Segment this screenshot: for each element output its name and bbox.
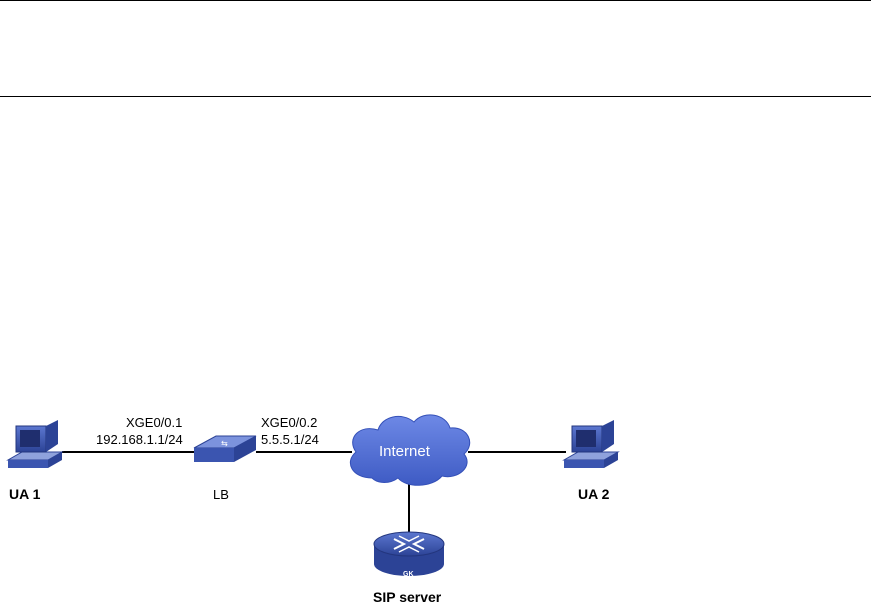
ua2-label: UA 2 [578,486,610,502]
internet-label: Internet [379,443,431,460]
workstation-icon [6,420,64,468]
lb-label: LB [213,487,229,502]
sip-server-label: SIP server [373,589,442,605]
load-balancer-icon: ⇆ [193,435,257,462]
lb-interface-right: XGE0/0.2 [261,415,317,430]
router-icon [373,531,445,576]
header-separator [0,96,871,97]
workstation-icon [562,420,620,468]
lb-ip-right: 5.5.5.1/24 [261,432,319,447]
lb-interface-left: XGE0/0.1 [126,415,182,430]
ua1-label: UA 1 [9,486,41,502]
top-rule [0,0,871,1]
lb-ip-left: 192.168.1.1/24 [96,432,183,447]
cloud-icon [350,414,471,486]
sip-badge: GK [403,571,414,578]
svg-text:⇆: ⇆ [221,439,228,448]
